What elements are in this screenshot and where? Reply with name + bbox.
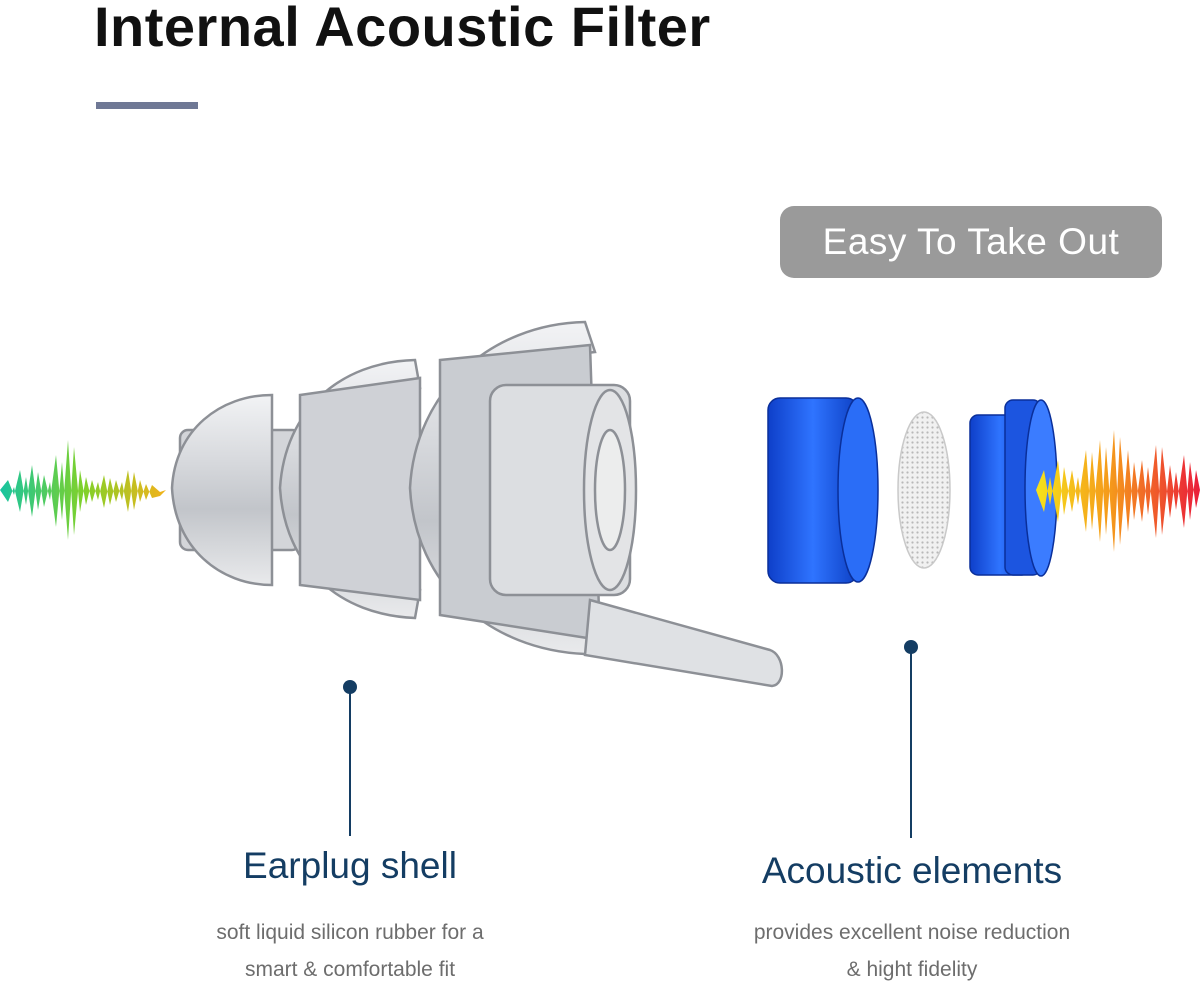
acoustic-elements-desc-line2: & hight fidelity	[846, 958, 978, 981]
earplug-shell-label: Earplug shell	[243, 845, 457, 886]
earplug-illustration	[0, 320, 1200, 688]
blue-filter-cap	[767, 397, 879, 584]
earplug-shell-desc-line1: soft liquid silicon rubber for a	[216, 921, 484, 944]
easy-take-out-badge: Easy To Take Out	[780, 206, 1162, 278]
sound-wave-right	[1036, 430, 1200, 552]
title-underline	[96, 102, 198, 109]
earplug-shell-image	[170, 320, 784, 688]
shell-pointer-line	[349, 692, 351, 836]
elements-pointer-dot	[904, 640, 918, 654]
elements-pointer-line	[910, 652, 912, 838]
shell-pointer-dot	[343, 680, 357, 694]
acoustic-elements-desc-line1: provides excellent noise reduction	[753, 921, 1071, 944]
mesh-filter-disc	[897, 411, 951, 569]
sound-wave-left	[0, 440, 166, 540]
acoustic-elements-label: Acoustic elements	[761, 850, 1063, 891]
page-title: Internal Acoustic Filter	[94, 0, 711, 58]
earplug-shell-desc-line2: smart & comfortable fit	[244, 958, 456, 981]
